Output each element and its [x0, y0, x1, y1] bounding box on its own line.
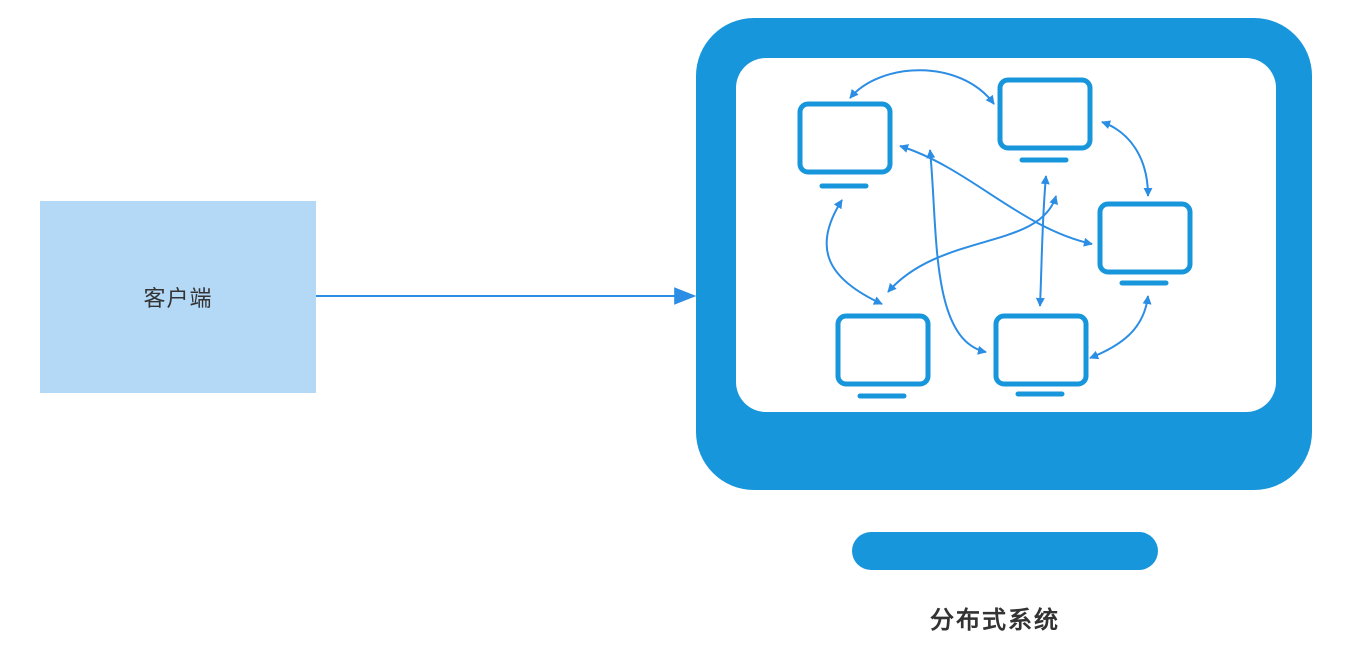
client-label: 客户端 — [143, 287, 213, 312]
link-computer-2-computer-3 — [1101, 120, 1153, 197]
computer-3-icon — [1097, 201, 1193, 286]
computer-5-icon — [993, 313, 1089, 397]
client-box: 客户端 — [40, 201, 316, 393]
link-computer-2-computer-4 — [887, 195, 1058, 293]
link-computer-3-computer-5 — [1089, 295, 1152, 360]
computer-1-icon — [797, 101, 893, 189]
distributed-system-monitor-icon — [696, 18, 1312, 570]
link-computer-1-computer-2 — [849, 69, 995, 105]
distributed-system-label: 分布式系统 — [930, 606, 1060, 634]
link-computer-1-computer-4 — [825, 199, 883, 305]
